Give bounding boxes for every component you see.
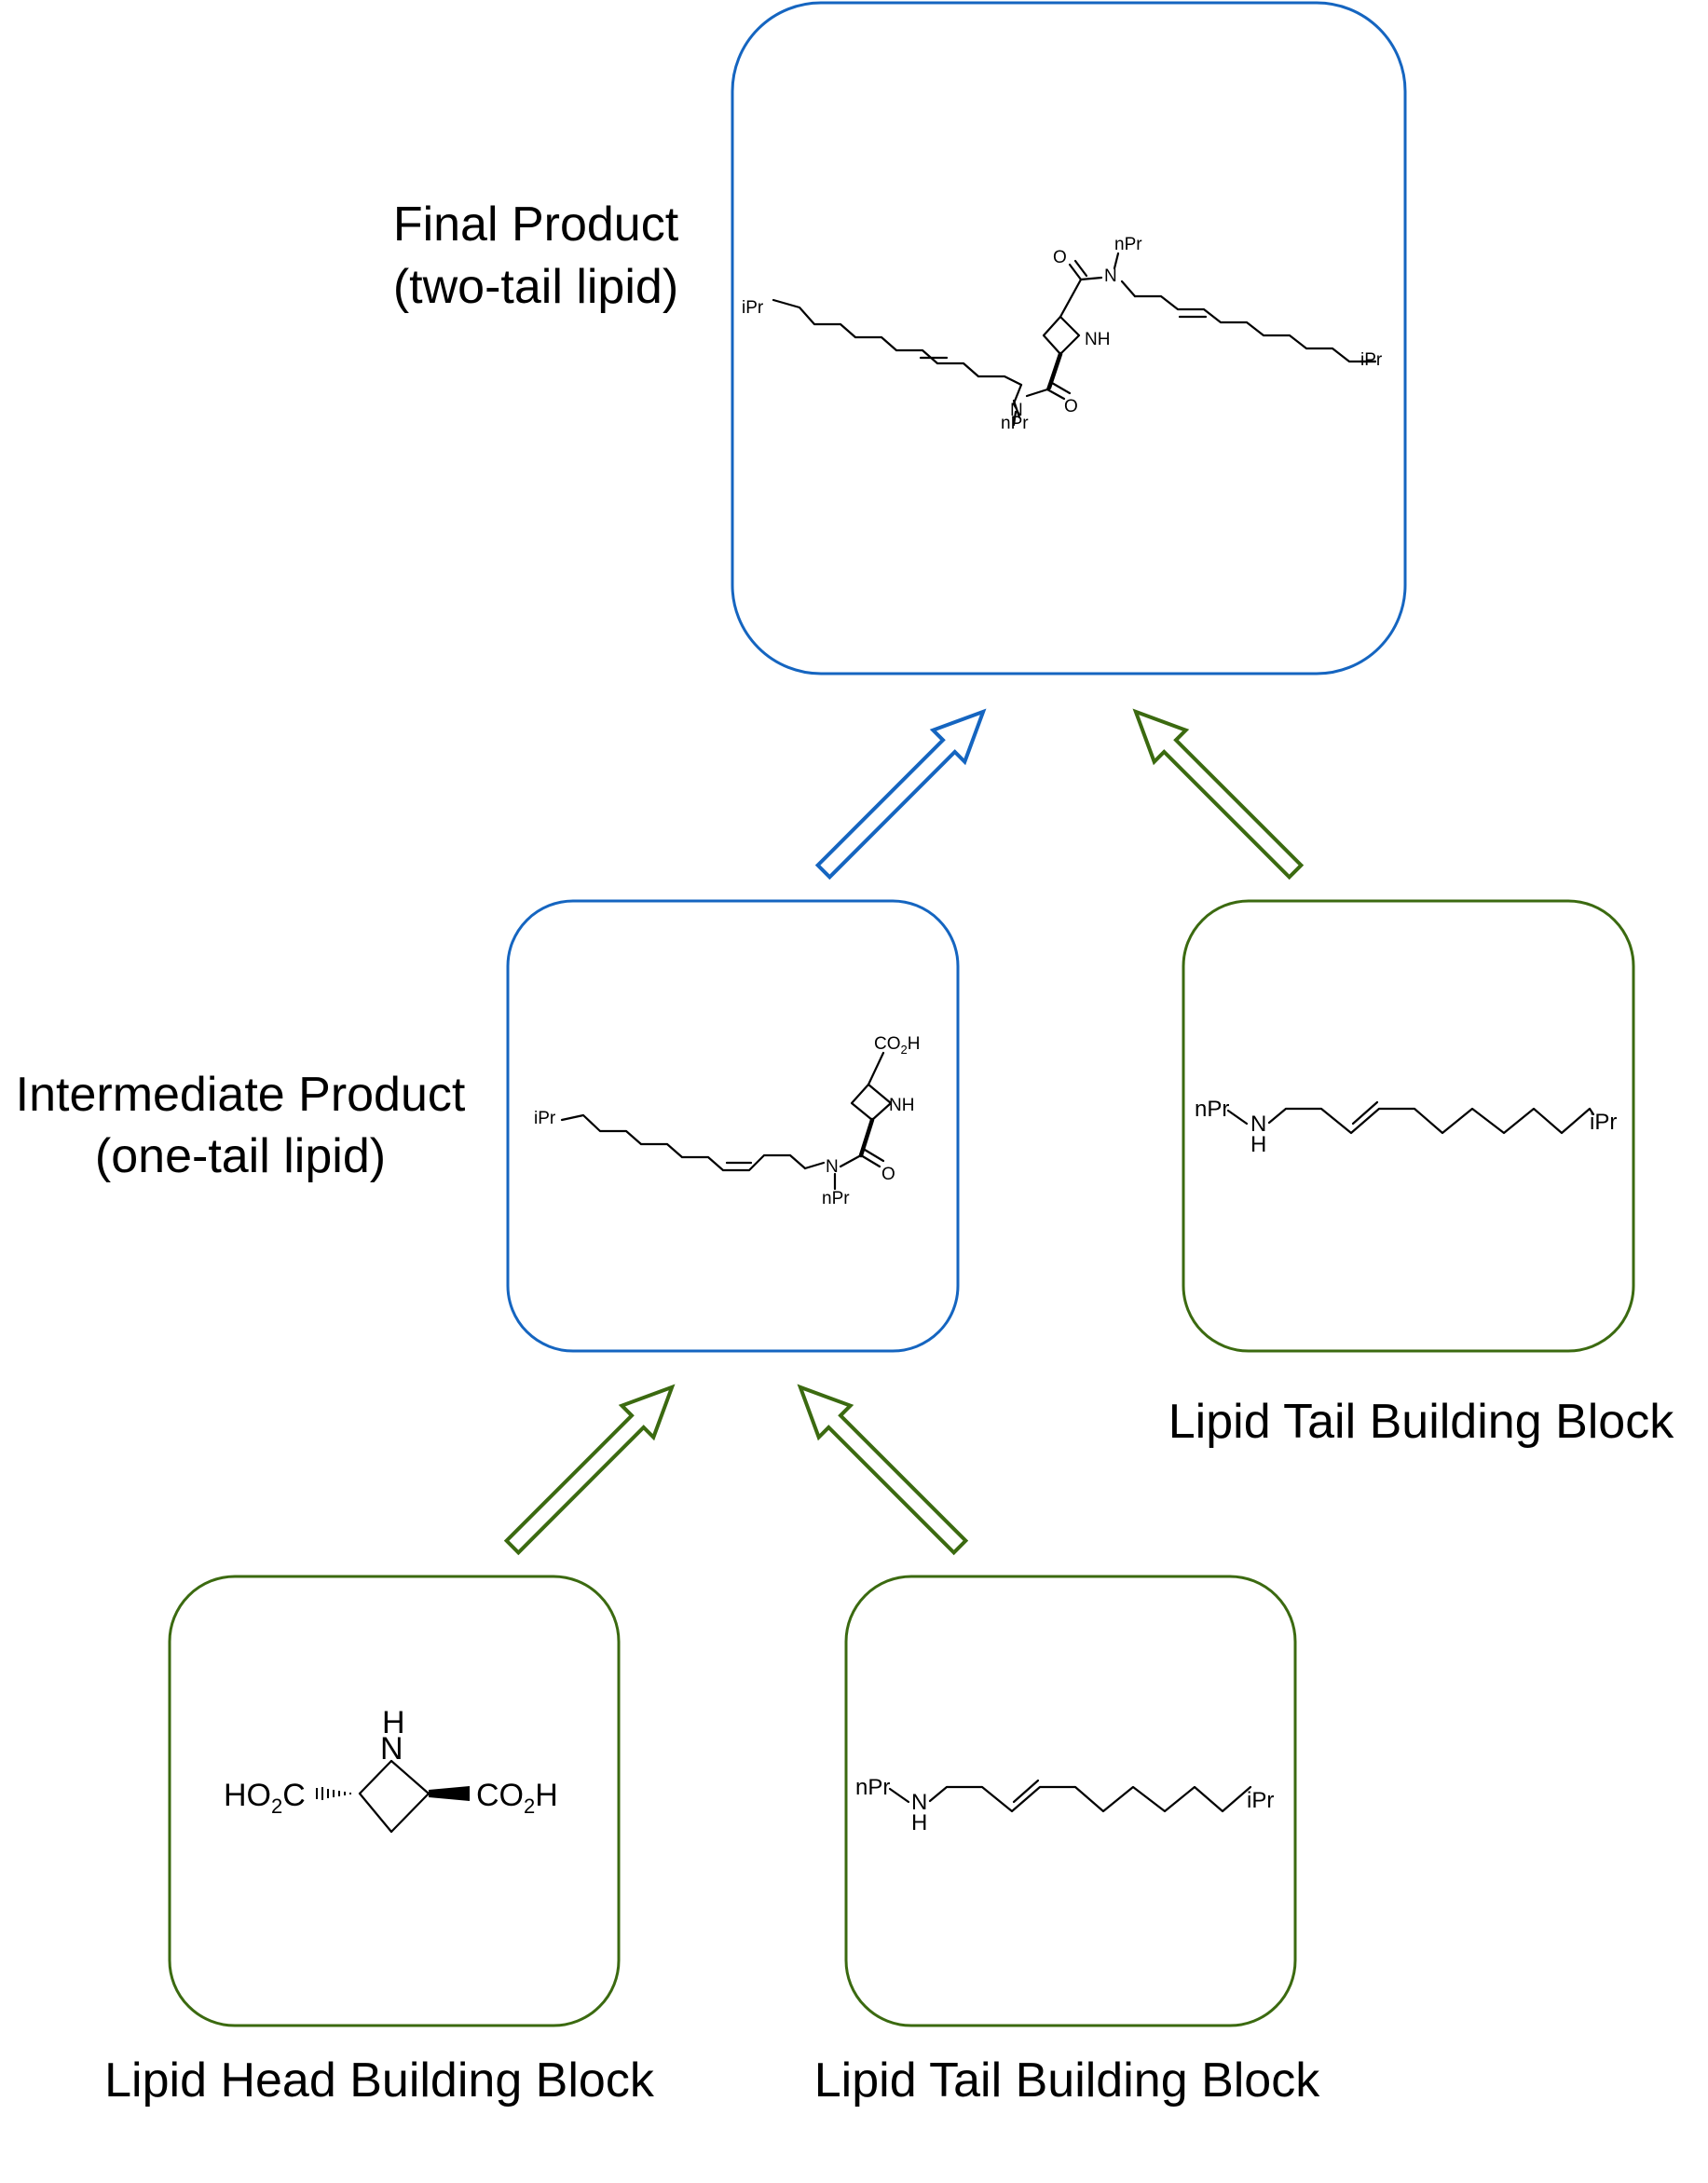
svg-text:N: N [826,1157,839,1177]
svg-text:H: H [911,1810,927,1835]
tail-block-bottom-label: Lipid Tail Building Block [814,2053,1320,2108]
svg-text:O: O [1064,397,1078,416]
svg-text:N: N [380,1731,403,1767]
svg-text:H: H [382,1705,405,1740]
intermediate-product-title: Intermediate Product [16,1068,466,1122]
tail-block-right-label: Lipid Tail Building Block [1168,1395,1674,1449]
svg-text:NH: NH [1085,330,1110,349]
arrow-tail-to-final [1132,708,1305,880]
head-block-label: Lipid Head Building Block [104,2053,655,2108]
svg-text:nPr: nPr [855,1775,890,1800]
svg-text:iPr: iPr [1590,1110,1617,1135]
svg-text:iPr: iPr [742,298,764,318]
svg-text:iPr: iPr [1360,350,1383,370]
final-product-molecule: iPr N nPr O NH O N nPr iPr [742,235,1383,433]
svg-text:O: O [881,1165,895,1184]
head-block-box [168,1575,621,2027]
svg-text:O: O [1053,248,1067,267]
tail-block-bottom-box [844,1575,1297,2027]
svg-text:NH: NH [889,1096,914,1115]
svg-text:iPr: iPr [1247,1788,1274,1813]
svg-text:CO2H: CO2H [874,1034,920,1057]
svg-text:N: N [1104,266,1117,286]
arrow-intermediate-to-final [814,708,987,880]
tail-block-right-box [1182,899,1635,1353]
intermediate-product-box [506,899,960,1353]
svg-text:nPr: nPr [1195,1097,1229,1122]
final-product-subtitle: (two-tail lipid) [393,260,678,314]
svg-text:nPr: nPr [1001,414,1029,433]
arrow-tail-to-intermediate [797,1384,969,1556]
svg-text:N: N [1250,1112,1266,1137]
tail-block-right-molecule: nPr N H iPr [1195,1097,1617,1157]
svg-text:nPr: nPr [822,1189,850,1208]
tail-block-bottom-molecule: nPr N H iPr [855,1775,1274,1835]
final-product-box [731,1,1407,675]
intermediate-product-molecule: iPr N nPr O NH CO2H [534,1034,920,1208]
arrow-head-to-intermediate [503,1384,676,1556]
svg-text:N: N [911,1790,927,1815]
svg-text:HO2C: HO2C [224,1778,306,1818]
svg-text:N: N [1010,401,1023,420]
svg-text:nPr: nPr [1114,235,1142,254]
svg-text:CO2H: CO2H [476,1778,558,1818]
intermediate-product-subtitle: (one-tail lipid) [95,1129,386,1183]
final-product-title: Final Product [393,198,679,252]
svg-text:H: H [1250,1132,1266,1157]
head-block-molecule: H N HO2C CO2H [224,1705,558,1834]
svg-text:iPr: iPr [534,1109,556,1128]
